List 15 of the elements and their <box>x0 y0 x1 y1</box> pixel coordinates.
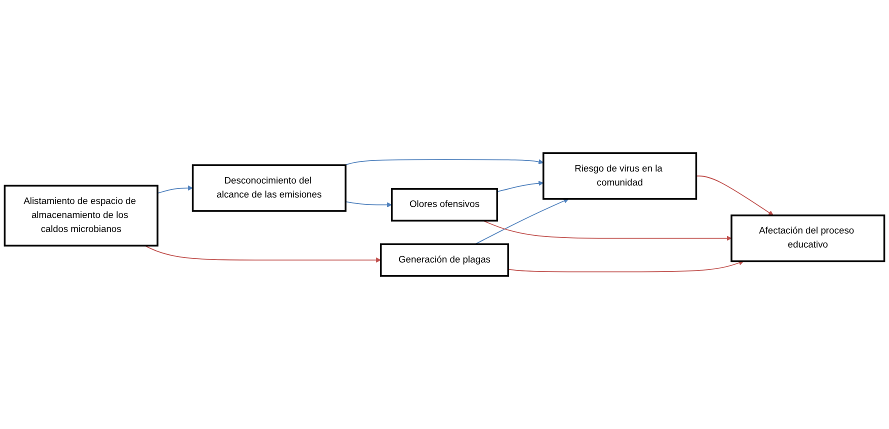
arrow <box>345 201 392 208</box>
node-box: Afectación del proceso educativo <box>730 214 886 262</box>
arrow <box>696 176 774 216</box>
arrow <box>496 180 544 192</box>
node-box: Alistamiento de espacio de almacenamiento de los caldos microbianos <box>4 184 158 247</box>
node-box: Desconocimiento del alcance de las emisiones <box>192 164 346 212</box>
arrow <box>157 185 194 194</box>
arrow <box>344 159 544 166</box>
arrow <box>474 198 569 245</box>
arrow <box>508 260 744 272</box>
node-box: Riesgo de virus en la comunidad <box>542 152 698 200</box>
arrow <box>482 220 732 241</box>
node-box: Generación de plagas <box>380 243 510 277</box>
node-box: Olores ofensivos <box>390 188 498 222</box>
arrow <box>144 245 382 263</box>
